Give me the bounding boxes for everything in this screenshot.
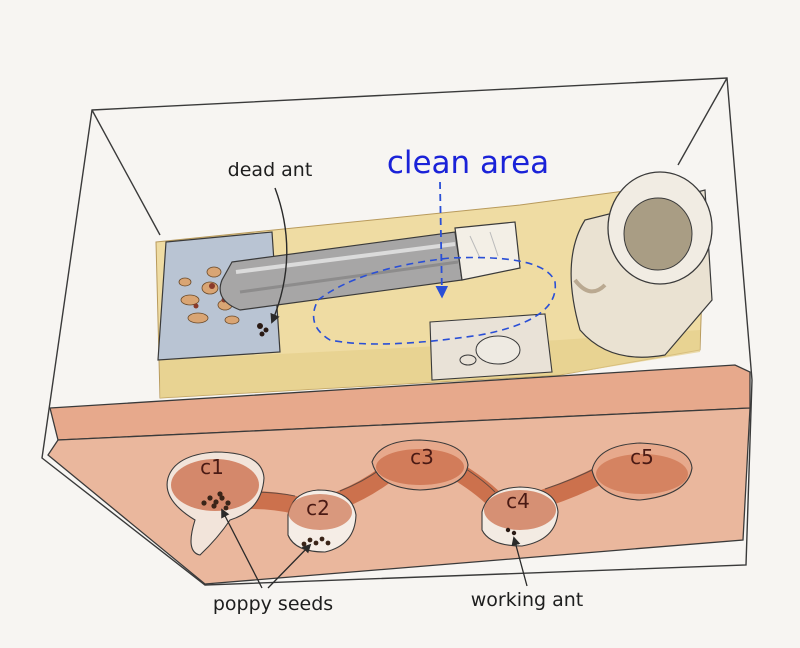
- poppy-seeds-arrow-c2: [267, 543, 312, 589]
- dead-ant-marker: [257, 323, 269, 337]
- nest-block-top: [49, 364, 751, 441]
- chamber-c3: [371, 439, 469, 491]
- small-dish-card: [429, 313, 553, 381]
- dead-ant-label: dead ant: [228, 159, 313, 181]
- outer-box: [41, 77, 753, 586]
- chamber-c2: [287, 489, 357, 553]
- chamber-label-c2: c2: [306, 496, 330, 520]
- dead-ant-arrow: [270, 187, 288, 324]
- water-tube: [219, 221, 521, 311]
- chamber-c1: [166, 451, 265, 556]
- poppy-seeds-label: poppy seeds: [213, 593, 333, 615]
- clean-area-outline: [312, 256, 557, 345]
- poppy-seeds-arrow-c1: [221, 508, 263, 589]
- chamber-label-c5: c5: [630, 445, 654, 469]
- chamber-c5: [591, 442, 693, 501]
- cylinder-pot: [570, 171, 713, 358]
- chamber-label-c1: c1: [200, 455, 224, 479]
- chamber-c4: [481, 486, 559, 547]
- chamber-label-c3: c3: [410, 445, 434, 469]
- working-ant-label: working ant: [471, 589, 584, 611]
- chamber-label-c4: c4: [506, 489, 530, 513]
- sand-shadow: [160, 330, 700, 398]
- clean-area-label: clean area: [387, 145, 549, 181]
- working-ant-arrow: [511, 536, 528, 587]
